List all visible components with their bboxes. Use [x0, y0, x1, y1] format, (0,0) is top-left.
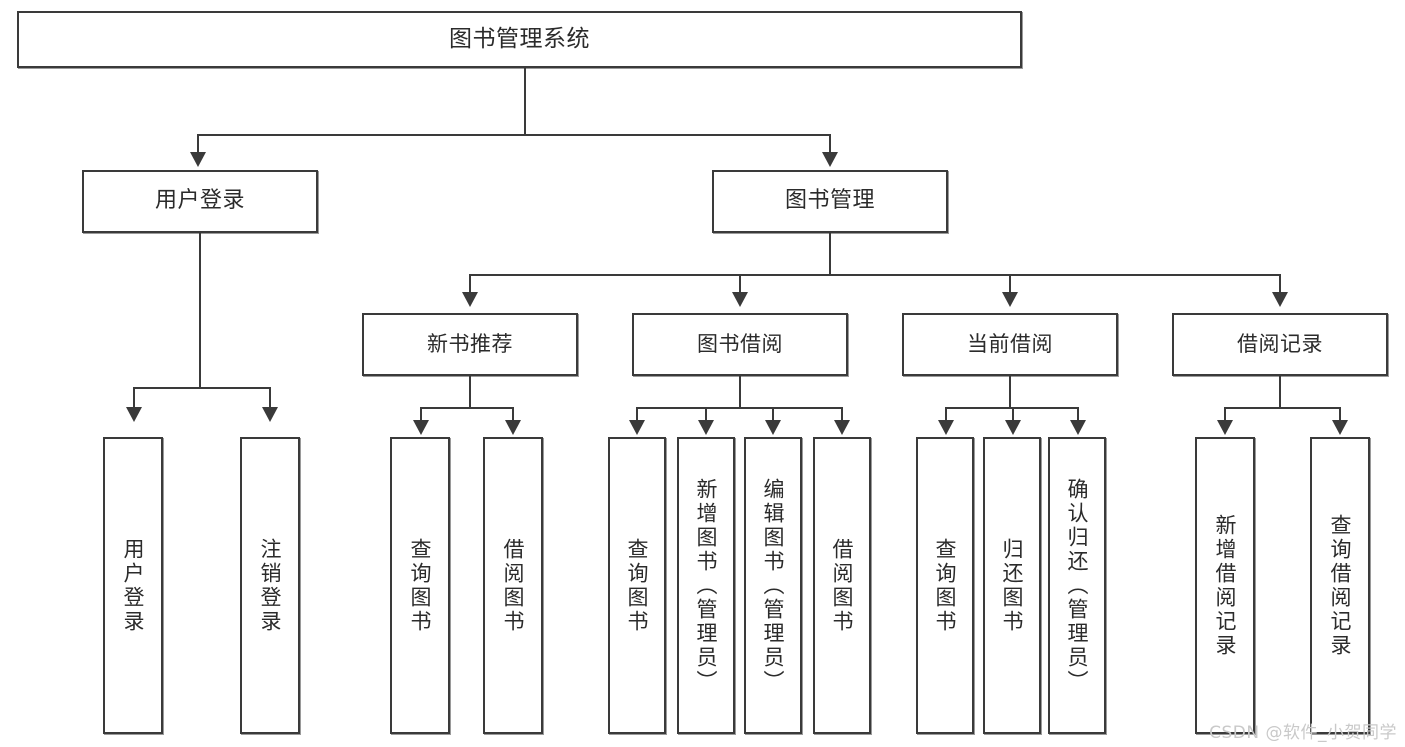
connector-book-manage-bus — [469, 274, 1281, 276]
node-borrow-record[interactable]: 借阅记录 — [1172, 313, 1388, 376]
connector-borrow-record-stem — [1279, 376, 1281, 408]
arrow-to-leaf-edit-book — [765, 420, 781, 435]
node-new-book-recommend[interactable]: 新书推荐 — [362, 313, 578, 376]
arrow-to-leaf-logout — [262, 407, 278, 422]
arrow-to-leaf-query-book-1 — [413, 420, 429, 435]
connector-borrow-record-bus — [1224, 407, 1340, 409]
connector-book-borrow-riser-2 — [705, 407, 707, 422]
node-user-login[interactable]: 用户登录 — [82, 170, 318, 233]
arrow-to-user-login — [190, 152, 206, 167]
connector-book-manage-stem — [829, 233, 831, 275]
arrow-to-leaf-add-record — [1217, 420, 1233, 435]
arrow-to-book-borrow — [732, 292, 748, 307]
node-label: 借阅记录 — [1237, 332, 1323, 357]
connector-user-login-riser-1 — [133, 387, 135, 409]
leaf-query-book-current[interactable]: 查询图书 — [916, 437, 974, 734]
node-label: 查询借阅记录 — [1328, 513, 1353, 658]
leaf-return-book[interactable]: 归还图书 — [983, 437, 1041, 734]
connector-user-login-riser-2 — [269, 387, 271, 409]
node-label: 查询图书 — [408, 537, 433, 634]
node-label: 用户登录 — [154, 188, 245, 214]
node-label: 图书借阅 — [697, 332, 783, 357]
connector-new-book-riser-2 — [512, 407, 514, 422]
node-label: 新增借阅记录 — [1213, 513, 1238, 658]
leaf-borrow-book-recommend[interactable]: 借阅图书 — [483, 437, 543, 734]
connector-user-login-stem — [199, 233, 201, 388]
leaf-edit-book-admin[interactable]: 编辑图书（管理员） — [744, 437, 802, 734]
leaf-add-book-admin[interactable]: 新增图书（管理员） — [677, 437, 735, 734]
node-root-system[interactable]: 图书管理系统 — [17, 11, 1022, 68]
leaf-add-borrow-record[interactable]: 新增借阅记录 — [1195, 437, 1255, 734]
connector-book-borrow-bus — [636, 407, 842, 409]
leaf-query-book-recommend[interactable]: 查询图书 — [390, 437, 450, 734]
node-label: 查询图书 — [625, 537, 650, 634]
connector-current-borrow-bus — [945, 407, 1078, 409]
arrow-to-leaf-user-login — [126, 407, 142, 422]
connector-book-manage-riser-3 — [1009, 274, 1011, 294]
node-label: 确认归还（管理员） — [1065, 477, 1090, 694]
connector-root-bus — [197, 134, 830, 136]
node-label: 归还图书 — [1000, 537, 1025, 634]
connector-book-manage-riser-2 — [739, 274, 741, 294]
node-book-borrow[interactable]: 图书借阅 — [632, 313, 848, 376]
connector-book-borrow-riser-4 — [841, 407, 843, 422]
connector-book-borrow-riser-1 — [636, 407, 638, 422]
node-label: 编辑图书（管理员） — [761, 477, 786, 694]
leaf-user-login[interactable]: 用户登录 — [103, 437, 163, 734]
connector-book-manage-riser-1 — [469, 274, 471, 294]
node-label: 注销登录 — [258, 537, 283, 634]
connector-current-borrow-stem — [1009, 376, 1011, 408]
arrow-to-leaf-borrow-book-1 — [505, 420, 521, 435]
connector-borrow-record-riser-2 — [1339, 407, 1341, 422]
arrow-to-leaf-query-book-2 — [629, 420, 645, 435]
connector-borrow-record-riser-1 — [1224, 407, 1226, 422]
arrow-to-leaf-query-record — [1332, 420, 1348, 435]
leaf-logout[interactable]: 注销登录 — [240, 437, 300, 734]
watermark-text: CSDN @软件_小贺同学 — [1209, 723, 1397, 743]
node-label: 图书管理 — [784, 188, 875, 214]
leaf-confirm-return-admin[interactable]: 确认归还（管理员） — [1048, 437, 1106, 734]
connector-book-borrow-stem — [739, 376, 741, 408]
arrow-to-leaf-borrow-book-2 — [834, 420, 850, 435]
connector-root-stem — [524, 68, 526, 135]
connector-current-borrow-riser-2 — [1012, 407, 1014, 422]
arrow-to-book-manage — [822, 152, 838, 167]
connector-root-branch-left — [197, 134, 199, 154]
node-label: 借阅图书 — [830, 537, 855, 634]
node-label: 新增图书（管理员） — [694, 477, 719, 694]
leaf-query-book-borrow[interactable]: 查询图书 — [608, 437, 666, 734]
arrow-to-leaf-confirm-return — [1070, 420, 1086, 435]
connector-new-book-bus — [420, 407, 513, 409]
connector-book-manage-riser-4 — [1279, 274, 1281, 294]
connector-book-borrow-riser-3 — [772, 407, 774, 422]
node-current-borrow[interactable]: 当前借阅 — [902, 313, 1118, 376]
node-label: 借阅图书 — [501, 537, 526, 634]
connector-new-book-stem — [469, 376, 471, 408]
node-label: 新书推荐 — [427, 332, 513, 357]
node-label: 查询图书 — [933, 537, 958, 634]
connector-new-book-riser-1 — [420, 407, 422, 422]
connector-user-login-bus — [133, 387, 271, 389]
arrow-to-leaf-add-book — [698, 420, 714, 435]
node-label: 用户登录 — [121, 537, 146, 634]
arrow-to-new-book-recommend — [462, 292, 478, 307]
connector-current-borrow-riser-1 — [945, 407, 947, 422]
node-label: 图书管理系统 — [449, 25, 590, 52]
node-book-management[interactable]: 图书管理 — [712, 170, 948, 233]
arrow-to-leaf-return-book — [1005, 420, 1021, 435]
arrow-to-leaf-query-book-3 — [938, 420, 954, 435]
leaf-borrow-book[interactable]: 借阅图书 — [813, 437, 871, 734]
arrow-to-current-borrow — [1002, 292, 1018, 307]
node-label: 当前借阅 — [967, 332, 1053, 357]
connector-root-branch-right — [829, 134, 831, 154]
leaf-query-borrow-record[interactable]: 查询借阅记录 — [1310, 437, 1370, 734]
connector-current-borrow-riser-3 — [1077, 407, 1079, 422]
arrow-to-borrow-record — [1272, 292, 1288, 307]
